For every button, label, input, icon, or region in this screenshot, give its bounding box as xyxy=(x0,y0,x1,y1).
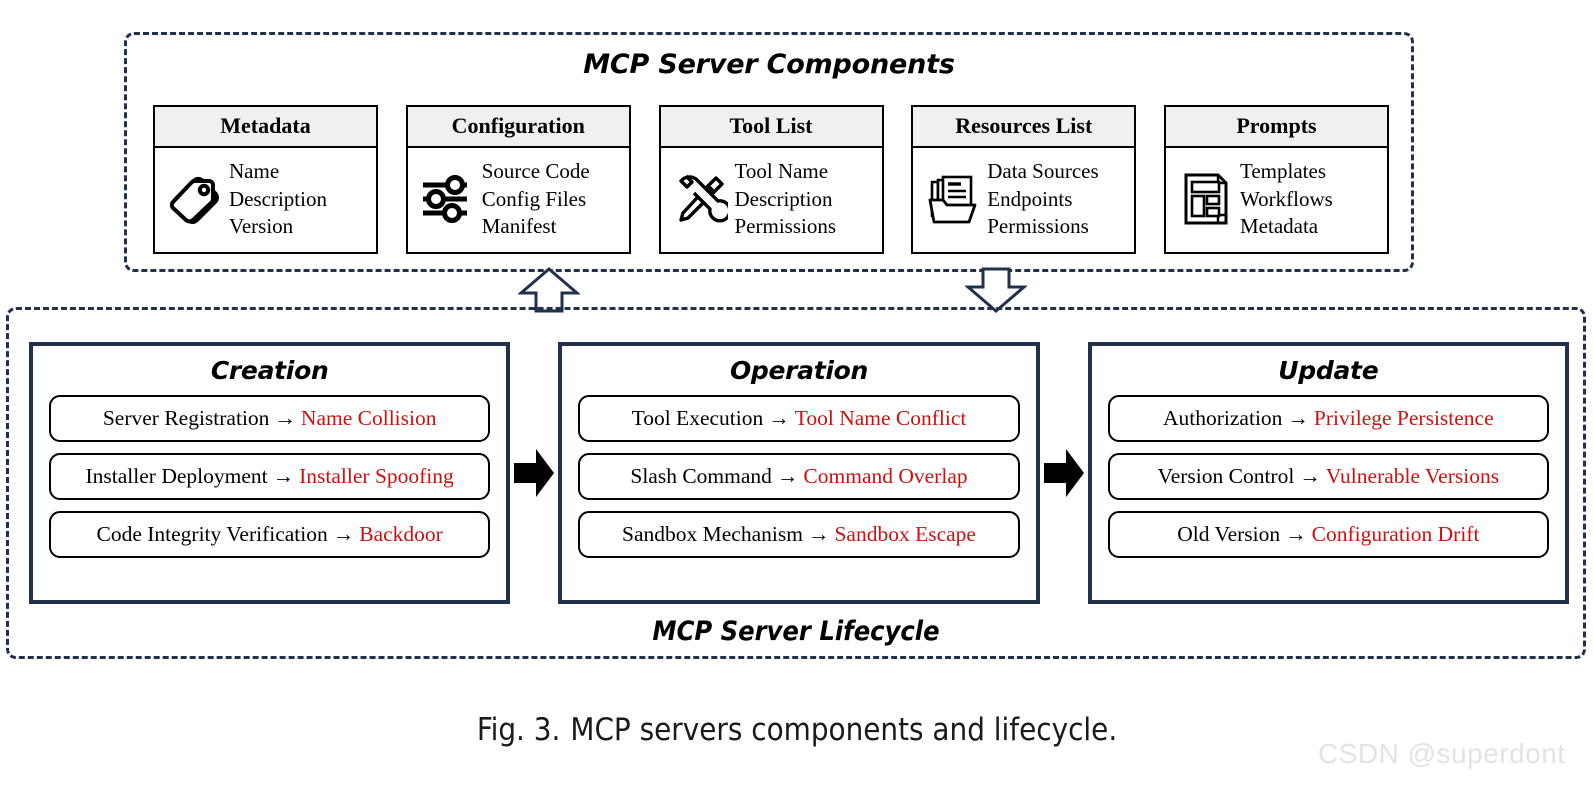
card-line: Description xyxy=(229,186,327,211)
risk-text: Configuration Drift xyxy=(1311,522,1480,546)
risk-item[interactable]: Installer Deployment → Installer Spoofin… xyxy=(49,453,491,500)
maps-to-arrow-icon: → xyxy=(332,522,355,546)
stage-text: Server Registration xyxy=(102,406,270,430)
arrow-up-icon xyxy=(516,267,582,313)
folder-documents-icon xyxy=(921,163,983,235)
component-card-tool-list[interactable]: Tool List T xyxy=(658,105,884,255)
component-card-resources-list[interactable]: Resources List Data Sources Endpo xyxy=(911,105,1137,255)
card-body-resources-list: Data Sources Endpoints Permissions xyxy=(913,148,1134,252)
stage-title-update: Update xyxy=(1278,356,1379,385)
maps-to-arrow-icon: → xyxy=(768,406,790,430)
maps-to-arrow-icon: → xyxy=(807,522,830,546)
card-lines-resources-list: Data Sources Endpoints Permissions xyxy=(983,158,1128,240)
card-line: Data Sources xyxy=(987,159,1099,184)
lifecycle-stage-creation[interactable]: Creation Server Registration → Name Coll… xyxy=(29,342,511,604)
card-line: Endpoints xyxy=(987,186,1073,211)
lifecycle-panel-title: MCP Server Lifecycle xyxy=(652,616,940,647)
maps-to-arrow-icon: → xyxy=(1299,464,1321,488)
card-line: Permissions xyxy=(734,213,837,238)
card-body-metadata: Name Description Version xyxy=(155,148,376,252)
tools-icon xyxy=(669,163,731,235)
figure-caption-text: MCP servers components and lifecycle. xyxy=(570,712,1118,748)
tag-icon xyxy=(163,163,225,235)
card-line: Config Files xyxy=(481,186,587,211)
card-lines-prompts: Templates Workflows Metadata xyxy=(1236,158,1381,240)
card-header-tool-list: Tool List xyxy=(660,107,882,149)
stage-text: Old Version xyxy=(1177,522,1281,546)
stage-text: Slash Command xyxy=(630,464,772,488)
flow-arrow-creation-to-operation-icon xyxy=(510,444,558,502)
card-line: Tool Name xyxy=(734,159,829,184)
csdn-watermark: CSDN @superdont xyxy=(1318,738,1566,769)
card-lines-tool-list: Tool Name Description Permissions xyxy=(731,158,876,240)
card-line: Permissions xyxy=(987,213,1089,238)
component-card-prompts[interactable]: Prompts Templates Workflows xyxy=(1164,105,1389,255)
card-line: Manifest xyxy=(481,213,557,238)
maps-to-arrow-icon: → xyxy=(776,464,799,488)
mcp-server-lifecycle-panel: Creation Server Registration → Name Coll… xyxy=(6,307,1586,659)
card-header-prompts: Prompts xyxy=(1166,107,1387,149)
card-line: Description xyxy=(734,186,833,211)
card-body-tool-list: Tool Name Description Permissions xyxy=(661,148,882,252)
card-line: Workflows xyxy=(1240,186,1333,211)
maps-to-arrow-icon: → xyxy=(1285,522,1307,546)
card-line: Name xyxy=(229,159,280,184)
figure-number: Fig. 3. xyxy=(476,712,561,748)
component-card-configuration[interactable]: Configuration Source Code Config Files xyxy=(405,105,631,255)
stage-text: Tool Execution xyxy=(631,406,764,430)
risk-text: Name Collision xyxy=(300,406,437,430)
risk-item[interactable]: Old Version → Configuration Drift xyxy=(1107,511,1549,558)
card-line: Metadata xyxy=(1240,213,1319,238)
card-lines-configuration: Source Code Config Files Manifest xyxy=(478,158,623,240)
lifecycle-stage-operation[interactable]: Operation Tool Execution → Tool Name Con… xyxy=(558,342,1040,604)
risk-item[interactable]: Tool Execution → Tool Name Conflict xyxy=(578,395,1020,442)
card-line: Source Code xyxy=(481,159,590,184)
template-document-icon xyxy=(1174,163,1236,235)
card-header-configuration: Configuration xyxy=(407,107,629,149)
risk-item[interactable]: Slash Command → Command Overlap xyxy=(578,453,1020,500)
maps-to-arrow-icon: → xyxy=(1287,406,1309,430)
risk-text: Sandbox Escape xyxy=(834,522,976,546)
stage-text: Sandbox Mechanism xyxy=(622,522,803,546)
risk-item[interactable]: Authorization → Privilege Persistence xyxy=(1107,395,1549,442)
lifecycle-stages-row: Creation Server Registration → Name Coll… xyxy=(29,342,1569,604)
card-body-prompts: Templates Workflows Metadata xyxy=(1166,148,1387,252)
card-header-metadata: Metadata xyxy=(155,107,376,149)
component-card-metadata[interactable]: Metadata Name Description Version xyxy=(153,105,378,255)
risk-text: Tool Name Conflict xyxy=(794,406,967,430)
risk-text: Privilege Persistence xyxy=(1313,406,1494,430)
lifecycle-stage-update[interactable]: Update Authorization → Privilege Persist… xyxy=(1087,342,1569,604)
card-lines-metadata: Name Description Version xyxy=(225,158,370,240)
maps-to-arrow-icon: → xyxy=(272,464,295,488)
risk-text: Installer Spoofing xyxy=(299,464,454,488)
stage-text: Authorization xyxy=(1163,406,1283,430)
card-line: Version xyxy=(229,213,294,238)
risk-item[interactable]: Version Control → Vulnerable Versions xyxy=(1107,453,1549,500)
risk-text: Command Overlap xyxy=(803,464,968,488)
figure-caption: Fig. 3.MCP servers components and lifecy… xyxy=(0,712,1594,748)
stage-title-creation: Creation xyxy=(210,356,329,385)
risk-text: Vulnerable Versions xyxy=(1325,464,1500,488)
risk-item[interactable]: Sandbox Mechanism → Sandbox Escape xyxy=(578,511,1020,558)
mcp-server-components-panel: MCP Server Components Metadata Name xyxy=(124,32,1414,272)
stage-text: Version Control xyxy=(1157,464,1295,488)
card-body-configuration: Source Code Config Files Manifest xyxy=(408,148,629,252)
component-cards-row: Metadata Name Description Version xyxy=(153,105,1389,255)
stage-text: Installer Deployment xyxy=(85,464,268,488)
risk-item[interactable]: Server Registration → Name Collision xyxy=(49,395,491,442)
risk-item[interactable]: Code Integrity Verification → Backdoor xyxy=(49,511,491,558)
stage-title-operation: Operation xyxy=(729,356,869,385)
components-panel-title: MCP Server Components xyxy=(583,49,955,80)
flow-arrow-operation-to-update-icon xyxy=(1040,444,1088,502)
arrow-down-icon xyxy=(963,267,1029,313)
card-header-resources-list: Resources List xyxy=(913,107,1135,149)
card-line: Templates xyxy=(1240,159,1326,184)
sliders-icon xyxy=(416,163,478,235)
risk-text: Backdoor xyxy=(359,522,443,546)
maps-to-arrow-icon: → xyxy=(274,406,296,430)
stage-text: Code Integrity Verification xyxy=(96,522,328,546)
